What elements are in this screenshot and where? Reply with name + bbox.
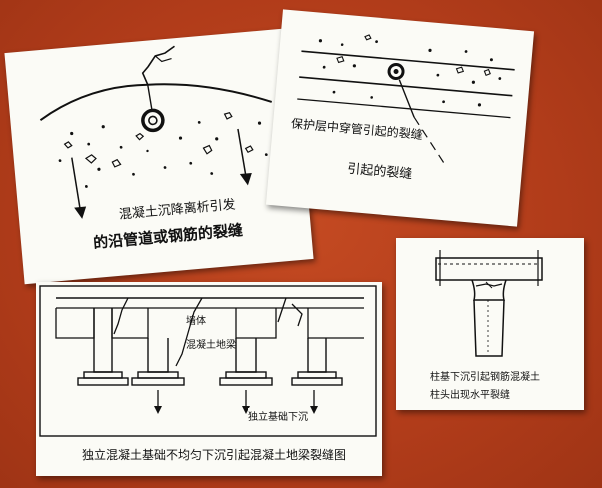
slab — [435, 257, 543, 281]
pipe-inner — [148, 115, 158, 126]
ground-beam-outline — [55, 308, 364, 339]
column-caption-line2: 柱头出现水平裂缝 — [430, 390, 510, 401]
crack-marker — [485, 281, 493, 289]
foundation-caption: 独立混凝土基础不均匀下沉引起混凝土地梁裂缝图 — [82, 448, 347, 462]
aggregate-dots — [318, 39, 502, 107]
settlement-diagram — [39, 45, 273, 219]
pipe-outer — [141, 108, 165, 133]
cover-lower-line — [297, 98, 511, 119]
aggregate-stones — [336, 34, 491, 77]
aggregate-dots — [58, 120, 268, 188]
arrow-right-shaft — [237, 128, 248, 179]
arrow-left-head — [74, 206, 87, 219]
surface-crack — [141, 45, 175, 86]
pipe-outer — [387, 62, 405, 80]
pipe-inner — [393, 68, 399, 74]
aggregate-stones — [63, 111, 254, 168]
settlement-arrows — [157, 390, 315, 408]
crack-branch — [154, 55, 172, 63]
panel-settlement-crack: 混凝土沉降离析引发 的沿管道或钢筋的裂缝 — [4, 27, 314, 285]
arrow-left-shaft — [71, 157, 82, 213]
diagonal-crack — [398, 79, 415, 118]
horizontal-crack — [475, 283, 503, 287]
label-wall: 墙体 — [186, 316, 206, 327]
label-foundation-settle: 独立基础下沉 — [248, 408, 308, 423]
column-shaft — [473, 299, 505, 357]
column-caption-line1: 柱基下沉引起钢筋混凝土 — [430, 372, 540, 383]
label-ground-beam: 混凝土地梁 — [186, 340, 236, 351]
concrete-surface-line — [39, 83, 273, 122]
cover-top-line — [301, 50, 515, 71]
arrow-right-head — [239, 172, 252, 186]
panel-pipe-cover-crack: 保护层中穿管引起的裂缝 引起的裂缝 — [265, 9, 535, 227]
crack-extension — [413, 116, 447, 167]
foundation-diagram — [39, 285, 377, 437]
panel-foundation-settlement: 墙体 混凝土地梁 独立基础下沉 独立混凝土基础不均匀下沉引起混凝土地梁裂缝图 — [36, 282, 382, 476]
cover-bottom-line — [299, 76, 513, 97]
pipe-cover-diagram — [297, 34, 515, 167]
footings — [77, 371, 343, 386]
panel-column-crack: 柱基下沉引起钢筋混凝土 柱头出现水平裂缝 — [396, 238, 584, 410]
column-head — [471, 279, 507, 301]
column-diagram — [435, 250, 543, 357]
diagram-frame — [39, 285, 377, 437]
beam-cracks — [113, 297, 303, 367]
crack-to-pipe — [147, 84, 153, 111]
